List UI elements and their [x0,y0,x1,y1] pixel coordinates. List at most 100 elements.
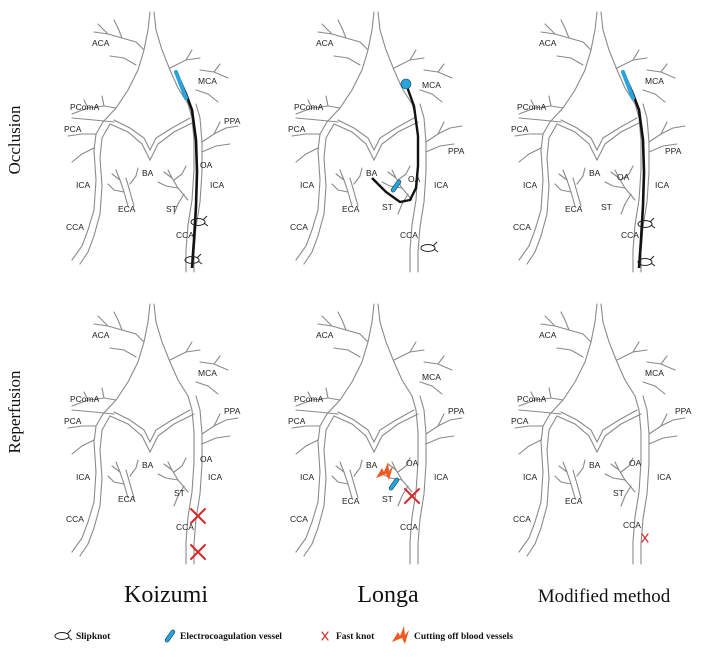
label-oa: OA [617,172,630,182]
label-cca-left: CCA [290,514,308,524]
label-cca-right: CCA [400,522,418,532]
label-pca: PCA [288,124,306,134]
label-ppa: PPA [448,406,465,416]
label-aca: ACA [92,38,110,48]
legend-label-slipknot: Slipknot [76,632,111,642]
label-ba: BA [366,460,378,470]
label-mca: MCA [645,368,664,378]
label-pca: PCA [64,124,82,134]
label-cca-right: CCA [176,522,194,532]
label-ppa: PPA [448,146,465,156]
electrocoagulation-dot [400,78,412,90]
legend-item-electrocoagulation: Electrocoagulation vessel [164,628,282,644]
label-eca: ECA [342,204,360,214]
electrocoagulation-strip [174,70,188,100]
label-aca: ACA [92,330,110,340]
label-eca: ECA [342,496,360,506]
electrocoagulation-strip [621,70,635,100]
slipknot-icon [637,217,656,229]
label-oa: OA [629,458,642,468]
label-ppa: PPA [224,116,241,126]
label-eca: ECA [118,204,136,214]
fast-knot-icon [190,508,206,524]
panel-koizumi-reperfusion: ACA MCA PComA PCA PPA BA ICA ICA OA ECA … [64,303,241,565]
slipknot-icon [190,215,209,227]
label-oa: OA [200,160,213,170]
label-oa: OA [408,174,421,184]
label-ica-right: ICA [434,472,449,482]
label-aca: ACA [316,330,334,340]
cutting-vessel-icon [376,462,393,480]
row-label-reperfusion: Reperfusion [5,370,24,454]
label-pca: PCA [511,416,529,426]
label-aca: ACA [316,38,334,48]
label-ica-left: ICA [300,180,315,190]
label-ica-right: ICA [655,180,670,190]
label-mca: MCA [198,368,217,378]
label-pca: PCA [288,416,306,426]
cutting-vessel-icon [392,626,409,644]
legend: Slipknot Electrocoagulation vessel Fast … [54,626,513,644]
fast-knot-icon [190,544,206,560]
label-ica-left: ICA [76,180,91,190]
label-ica-right: ICA [434,180,449,190]
legend-item-cutting: Cutting off blood vessels [392,626,513,644]
fast-knot-icon [321,631,329,641]
slipknot-icon [420,241,439,253]
label-ica-right: ICA [657,472,672,482]
label-pcoma: PComA [517,102,547,112]
panel-modified-reperfusion: ACA MCA PComA PCA PPA BA ICA ICA OA ECA … [511,303,692,565]
label-aca: ACA [539,38,557,48]
label-st: ST [166,204,177,214]
label-pca: PCA [511,124,529,134]
fast-knot-icon [641,533,649,543]
label-ba: BA [366,168,378,178]
label-ba: BA [142,168,154,178]
label-ica-right: ICA [210,180,225,190]
label-st: ST [382,494,393,504]
legend-label-fast-knot: Fast knot [336,632,375,642]
label-cca-left: CCA [513,514,531,524]
legend-item-fast-knot: Fast knot [321,631,375,642]
label-ba: BA [589,168,601,178]
panel-modified-occlusion: ACA MCA PComA PCA PPA BA ICA ICA OA ECA … [511,11,686,273]
label-ica-left: ICA [523,472,538,482]
label-aca: ACA [539,330,557,340]
label-cca-left: CCA [66,222,84,232]
label-cca-right: CCA [176,230,194,240]
label-pcoma: PComA [294,394,324,404]
legend-item-slipknot: Slipknot [54,629,111,642]
label-mca: MCA [198,76,217,86]
fast-knot-icon [404,488,420,504]
label-ppa: PPA [224,406,241,416]
label-cca-right: CCA [623,520,641,530]
label-ppa: PPA [665,146,682,156]
label-pca: PCA [64,416,82,426]
label-mca: MCA [645,76,664,86]
label-eca: ECA [565,496,583,506]
label-cca-right: CCA [400,230,418,240]
label-ica-left: ICA [76,472,91,482]
label-ica-right: ICA [208,472,223,482]
legend-label-cutting: Cutting off blood vessels [414,632,513,642]
label-ppa: PPA [675,406,692,416]
panel-longa-occlusion: ACA MCA PComA PCA PPA BA ICA ICA OA ECA … [288,11,465,273]
label-cca-left: CCA [66,514,84,524]
label-ba: BA [589,460,601,470]
column-label-longa: Longa [357,582,419,608]
legend-label-electrocoagulation: Electrocoagulation vessel [180,632,282,642]
row-label-occlusion: Occlusion [5,105,24,174]
column-label-koizumi: Koizumi [124,582,208,608]
label-cca-right: CCA [621,230,639,240]
label-pcoma: PComA [517,394,547,404]
panel-koizumi-occlusion: ACA MCA PComA PCA PPA BA ICA ICA OA ECA … [64,11,241,273]
filament-line [371,83,420,204]
electrocoagulation-icon [164,628,176,644]
label-ba: BA [142,460,154,470]
label-ica-left: ICA [523,180,538,190]
label-oa: OA [406,458,419,468]
panel-longa-reperfusion: ACA MCA PComA PCA PPA BA ICA ICA OA ECA … [288,303,465,565]
label-st: ST [174,488,185,498]
label-eca: ECA [565,204,583,214]
